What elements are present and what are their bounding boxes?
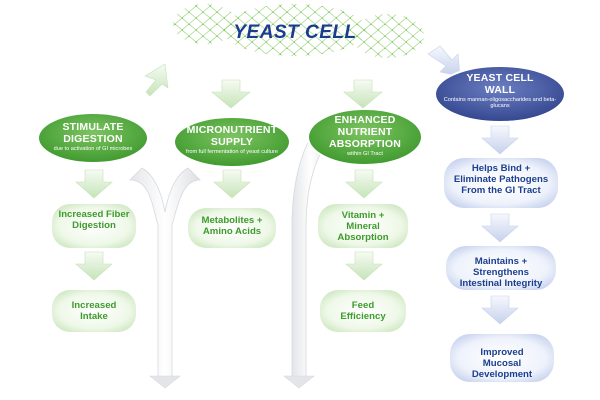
branch-3-step-2: Feed Efficiency — [340, 300, 386, 323]
cell-wall-arrow-2 — [481, 213, 519, 243]
branch-3-header: ENHANCED NUTRIENT ABSORPTION within GI T… — [318, 114, 412, 157]
cell-wall-header-sub: Contains mannan-oligosaccharides and bet… — [443, 97, 557, 110]
branch-2-step-1-box — [188, 208, 276, 248]
branch-2-header-shape — [173, 116, 291, 168]
yeast-cell-shape — [173, 4, 424, 58]
branch-3-header-sub: within GI Tract — [347, 151, 383, 158]
cell-wall-step-1: Helps Bind + Eliminate Pathogens From th… — [453, 163, 549, 197]
arrow-to-branch-1 — [144, 63, 169, 97]
arrow-to-branch-2 — [211, 79, 251, 109]
cell-wall-header-shape — [434, 65, 566, 123]
branch-1-arrow-1 — [75, 169, 113, 199]
cell-wall-arrow-3 — [481, 295, 519, 325]
cell-wall-step-1-box — [444, 158, 558, 208]
branch-1-step-1-box — [52, 204, 136, 248]
tube-right — [283, 129, 331, 389]
branch-1-step-2: Increased Intake — [71, 300, 117, 323]
branch-1-step-2-box — [52, 290, 136, 332]
branch-2-step-1: Metabolites + Amino Acids — [201, 215, 263, 238]
branch-1-header-title: STIMULATE DIGESTION — [62, 121, 124, 146]
diagram-title: YEAST CELL — [233, 22, 357, 43]
arrow-to-branch-3 — [343, 79, 383, 109]
tube-left — [129, 167, 201, 389]
branch-3-arrow-2 — [345, 251, 383, 281]
branch-3-step-1-box — [318, 204, 408, 248]
branch-2-header-sub: from full fermentation of yeast culture — [185, 149, 279, 156]
branch-2-header-title: MICRONUTRIENT SUPPLY — [186, 124, 278, 149]
branch-3-step-2-box — [320, 290, 406, 332]
cell-wall-header: YEAST CELL WALL Contains mannan-oligosac… — [442, 72, 558, 109]
branch-2-arrow-1 — [213, 169, 251, 199]
branch-1-header-shape — [37, 112, 149, 164]
branch-3-step-1: Vitamin + Mineral Absorption — [337, 210, 389, 244]
cell-wall-arrow-1 — [481, 125, 519, 155]
branch-1-arrow-2 — [75, 251, 113, 281]
cell-wall-step-3: Improved Mucosal Development — [471, 347, 533, 381]
branch-3-arrow-1 — [345, 169, 383, 199]
branch-1-header-sub: due to activation of GI microbes — [53, 146, 133, 153]
cell-wall-step-3-box — [450, 334, 554, 382]
cell-wall-step-2: Maintains + Strengthens Intestinal Integ… — [459, 256, 543, 290]
arrow-to-cell-wall — [427, 45, 461, 77]
branch-1-header: STIMULATE DIGESTION due to activation of… — [44, 121, 142, 152]
cell-wall-header-title: YEAST CELL WALL — [466, 72, 534, 97]
cell-wall-step-2-box — [446, 246, 556, 290]
branch-1-step-1: Increased Fiber Digestion — [58, 209, 130, 232]
branch-3-header-shape — [307, 108, 423, 166]
branch-3-header-title: ENHANCED NUTRIENT ABSORPTION — [328, 114, 401, 151]
branch-2-header: MICRONUTRIENT SUPPLY from full fermentat… — [178, 124, 286, 155]
